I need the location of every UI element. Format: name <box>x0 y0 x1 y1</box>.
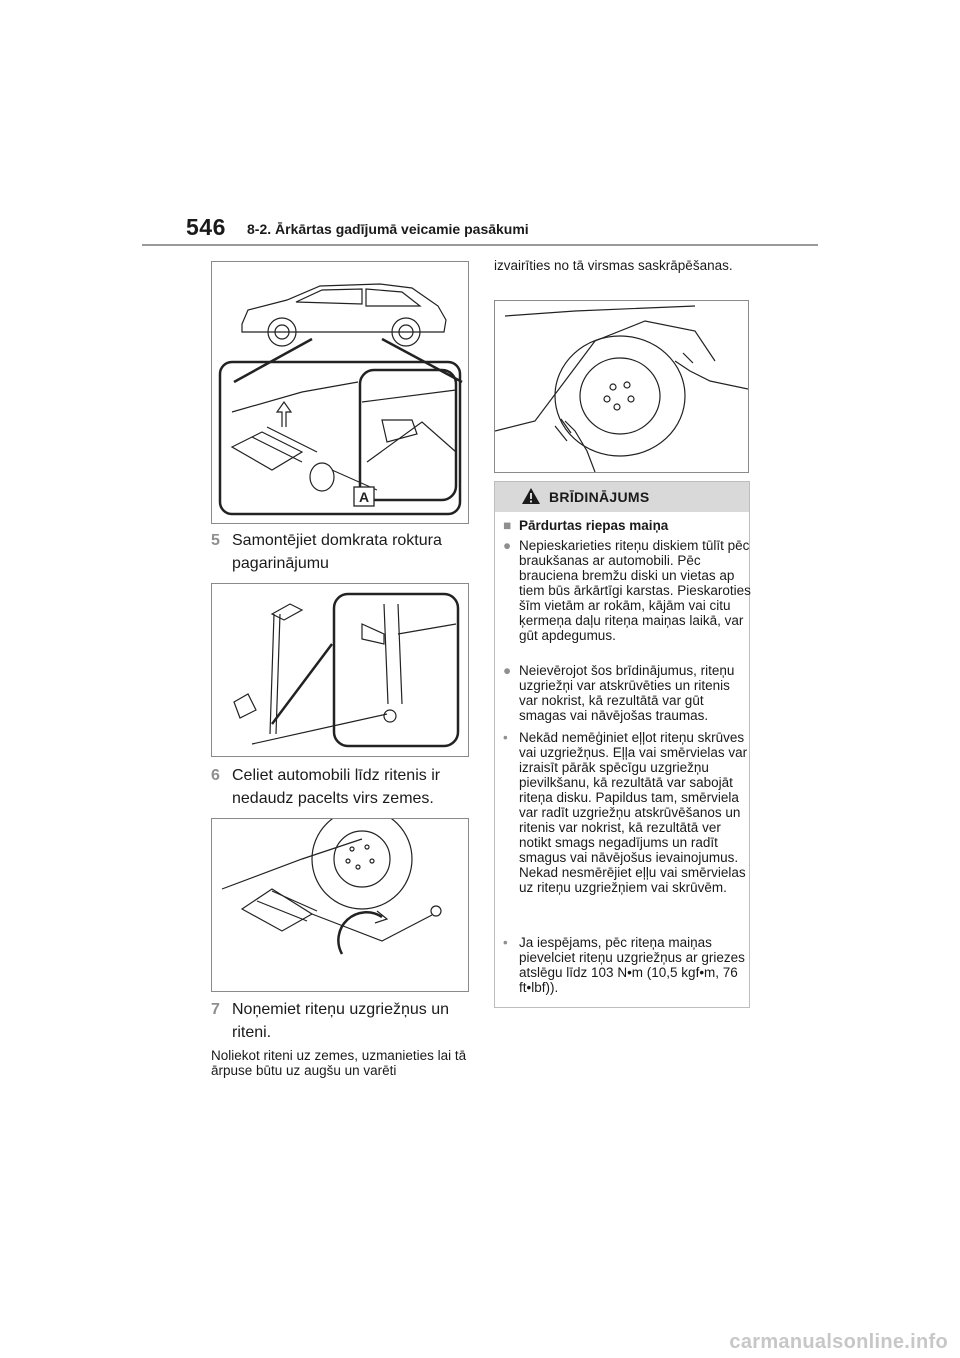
wheel-removal-illustration <box>495 305 748 472</box>
bullet-icon: ● <box>503 538 512 553</box>
bullet-icon: • <box>503 730 508 745</box>
step-7: 7 Noņemiet riteņu uzgriežņus un riteni. <box>211 998 473 1044</box>
note-paragraph-right: izvairīties no tā virsmas saskrāpēšanas. <box>494 258 733 273</box>
warning-item-text: Nekād nemēģiniet eļļot riteņu skrūves va… <box>519 730 748 895</box>
note-paragraph-left: Noliekot riteni uz zemes, uzmanieties la… <box>211 1048 467 1078</box>
step-number: 5 <box>211 532 220 549</box>
handle-extension-illustration <box>233 592 460 748</box>
figure-handle-extension <box>211 583 469 757</box>
footer-watermark: carmanualsonline.info <box>729 1331 948 1353</box>
square-bullet-icon: ■ <box>503 518 512 533</box>
warning-triangle-icon <box>522 488 540 504</box>
subheading-text: Pārdurtas riepas maiņa <box>519 518 669 533</box>
step-number: 7 <box>211 1001 220 1018</box>
step-text: Celiet automobili līdz ritenis ir nedaud… <box>232 767 441 807</box>
bullet-icon: • <box>503 935 508 950</box>
header-divider <box>142 244 818 246</box>
figure-raise-vehicle <box>211 818 469 992</box>
step-text: Samontējiet domkrata roktura pagarinājum… <box>232 532 442 572</box>
step-number: 6 <box>211 767 220 784</box>
section-title: 8-2. Ārkārtas gadījumā veicamie pasākumi <box>247 221 529 237</box>
warning-item-text: Ja iespējams, pēc riteņa maiņas pievelci… <box>519 935 745 995</box>
figure-jack-points: A <box>211 261 469 524</box>
step-6: 6 Celiet automobili līdz ritenis ir neda… <box>211 764 473 810</box>
car-jack-illustration: A <box>218 283 463 516</box>
raise-vehicle-illustration <box>221 819 442 955</box>
bullet-icon: ● <box>503 663 512 678</box>
step-text: Noņemiet riteņu uzgriežņus un riteni. <box>232 1001 450 1041</box>
page-number: 546 <box>186 214 226 240</box>
callout-label-a: A <box>359 489 369 505</box>
warning-header: BRĪDINĀJUMS <box>495 482 749 512</box>
warning-item-text: Nepieskarieties riteņu diskiem tūlīt pēc… <box>519 538 751 643</box>
warning-title: BRĪDINĀJUMS <box>549 489 650 505</box>
figure-wheel-removal <box>494 300 749 473</box>
warning-item-text: Neievērojot šos brīdinājumus, riteņu uzg… <box>519 663 735 723</box>
step-5: 5 Samontējiet domkrata roktura pagarināj… <box>211 529 473 575</box>
warning-box: BRĪDINĀJUMS ■ Pārdurtas riepas maiņa ● N… <box>494 481 751 1008</box>
